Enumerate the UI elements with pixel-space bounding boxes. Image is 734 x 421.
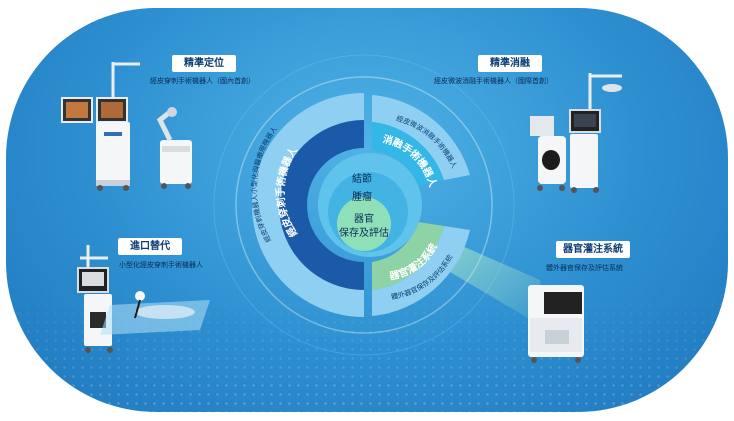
left-outer-arc (252, 93, 364, 317)
surgical-robot-icon (61, 62, 192, 191)
left-dark-arc (279, 120, 364, 290)
ablation-robot-icon (530, 73, 622, 193)
module-caption-bottom-left: 小型化經皮穿刺手術機器人 (119, 261, 203, 269)
top-cyan-arc (372, 122, 444, 186)
module-title-precise-ablation: 精準消融 (478, 55, 542, 72)
module-title-precise-positioning: 精準定位 (172, 55, 236, 72)
center-top-text: 結節 (352, 172, 372, 185)
mid-ring (235, 76, 493, 334)
module-title-import-substitution: 進口替代 (118, 238, 182, 255)
center-core (337, 197, 391, 251)
center-core-line2: 保存及評估 (339, 226, 389, 239)
perfusion-device-icon (528, 285, 584, 363)
compact-robot-icon (77, 245, 210, 353)
module-caption-top-right: 經皮微波消融手術機器人（國際首創） (434, 77, 553, 85)
top-outer-arc (372, 95, 470, 180)
dot-pattern (6, 282, 728, 412)
module-title-organ-perfusion: 器官灌注系統 (556, 241, 630, 258)
bottom-green-arc (372, 222, 444, 290)
bottom-outer-arc (372, 226, 470, 316)
module-caption-bottom-right: 體外器官保存及評估系統 (546, 264, 623, 272)
center-core-line1: 器官 (354, 212, 374, 225)
module-caption-top-left: 經皮穿刺手術機器人（國內首創） (150, 77, 255, 85)
center-mid-text: 腫瘤 (352, 190, 372, 203)
outer-ring (213, 54, 515, 356)
